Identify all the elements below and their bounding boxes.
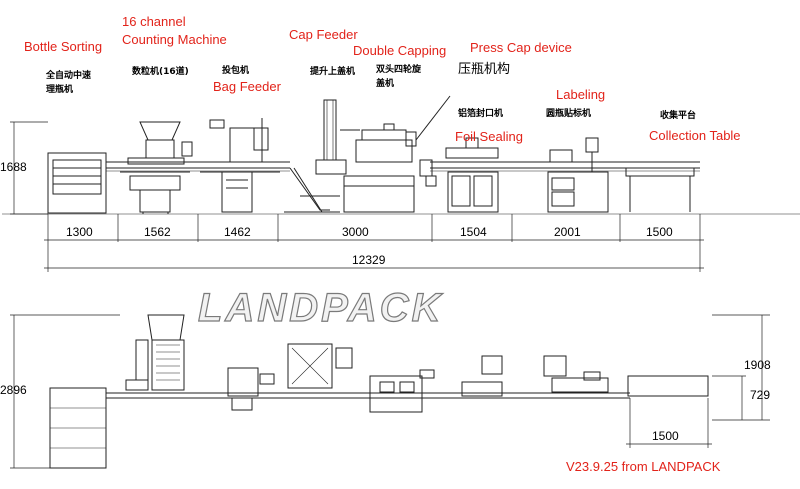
label-double-capping: Double Capping xyxy=(353,43,447,58)
cn-bottle-sorting-1: 全自动中速 xyxy=(46,71,92,81)
dim-seg-capping: 3000 xyxy=(342,225,369,239)
label-press-cap: Press Cap device xyxy=(470,40,572,55)
dim-side-height: 1688 xyxy=(0,160,27,174)
label-counting-line1: 16 channel xyxy=(122,14,186,29)
dim-top-table-length: 1500 xyxy=(652,429,679,443)
dim-top-total-width: 2896 xyxy=(0,383,27,397)
label-cap-feeder: Cap Feeder xyxy=(289,27,358,42)
dim-top-table-width: 729 xyxy=(750,388,771,402)
label-foil-sealing: Foil Sealing xyxy=(455,129,523,144)
dim-total-length: 12329 xyxy=(352,253,386,267)
top-view xyxy=(10,314,770,469)
cn-counting: 数粒机(16道) xyxy=(132,67,189,77)
cn-capping-1: 双头四轮旋 xyxy=(376,65,422,75)
label-counting-line2: Counting Machine xyxy=(122,32,227,47)
side-view xyxy=(2,95,800,272)
landpack-watermark: LANDPACK xyxy=(197,285,444,330)
dim-seg-bag-feeder: 1462 xyxy=(224,225,251,239)
cn-labeling: 圆瓶贴标机 xyxy=(546,109,592,119)
cn-capping-2: 盖机 xyxy=(376,79,395,89)
label-labeling: Labeling xyxy=(556,87,606,102)
dim-seg-foil-sealing: 1504 xyxy=(460,225,487,239)
dim-seg-collection: 1500 xyxy=(646,225,673,239)
cn-bag-feeder: 投包机 xyxy=(222,66,250,76)
version-note: V23.9.25 from LANDPACK xyxy=(566,459,721,474)
cn-press-cap: 压瓶机构 xyxy=(458,62,511,77)
cn-bottle-sorting-2: 理瓶机 xyxy=(46,85,74,95)
dim-seg-bottle-sorting: 1300 xyxy=(66,225,93,239)
cn-foil-sealing: 铝箔封口机 xyxy=(458,109,504,119)
label-collection-table: Collection Table xyxy=(649,128,741,143)
label-bag-feeder: Bag Feeder xyxy=(213,79,281,94)
cn-cap-feeder: 提升上盖机 xyxy=(310,67,356,77)
label-bottle-sorting: Bottle Sorting xyxy=(24,39,103,54)
cn-collection: 收集平台 xyxy=(660,111,697,121)
dim-seg-counting: 1562 xyxy=(144,225,171,239)
dim-top-right-width: 1908 xyxy=(744,358,771,372)
dim-seg-labeling: 2001 xyxy=(554,225,581,239)
